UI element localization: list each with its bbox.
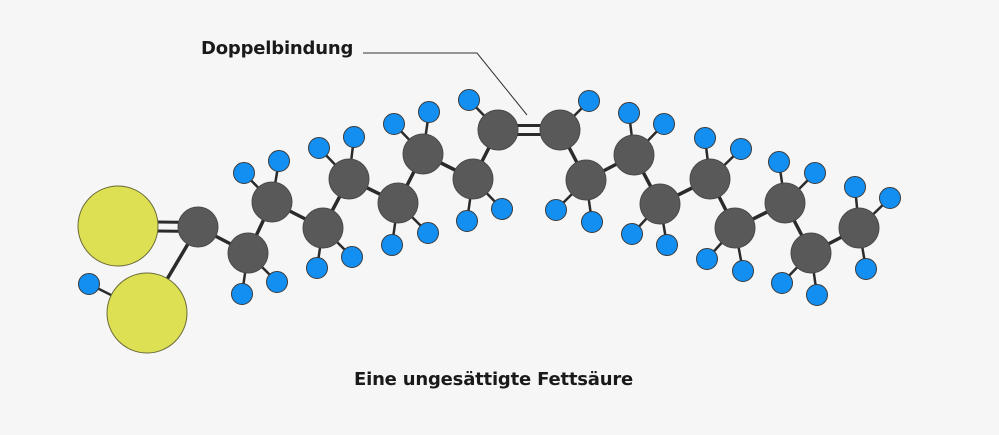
hydrogen-atom-icon [768,151,790,173]
hydrogen-atom-icon [804,162,826,184]
carbon-atom-icon [402,133,444,175]
carbon-atom-icon [251,181,293,223]
carbon-atom-icon [302,207,344,249]
carbon-atom-icon [613,134,655,176]
hydrogen-atom-icon [233,162,255,184]
oxygen-atom-icon [106,272,188,354]
double-bond-leader-line [363,52,528,116]
hydrogen-atom-icon [581,211,603,233]
hydrogen-atom-icon [696,248,718,270]
hydrogen-atom-icon [343,126,365,148]
carbon-atom-icon [689,158,731,200]
hydrogen-atom-icon [656,234,678,256]
carbon-atom-icon [714,207,756,249]
carbon-atom-icon [539,109,581,151]
hydrogen-atom-icon [78,273,100,295]
hydrogen-atom-icon [456,210,478,232]
hydrogen-atom-icon [266,271,288,293]
carbon-atom-icon [477,109,519,151]
hydrogen-atom-icon [618,102,640,124]
hydrogen-atom-icon [268,150,290,172]
hydrogen-atom-icon [694,127,716,149]
hydrogen-atom-icon [308,137,330,159]
hydrogen-atom-icon [621,223,643,245]
leader-line [363,52,528,116]
diagram-caption: Eine ungesättigte Fettsäure [354,369,634,390]
hydrogen-atom-icon [418,101,440,123]
carbon-atom-icon [377,182,419,224]
carbon-atom-icon [790,232,832,274]
hydrogen-atom-icon [417,222,439,244]
carbon-atom-icon [764,182,806,224]
atoms [77,89,901,354]
carbon-atom-icon [838,207,880,249]
hydrogen-atom-icon [231,283,253,305]
hydrogen-atom-icon [306,257,328,279]
hydrogen-atom-icon [844,176,866,198]
oxygen-atom-icon [77,185,159,267]
carbon-atom-icon [565,159,607,201]
carbon-atom-icon [177,206,219,248]
carbon-atom-icon [639,183,681,225]
double-bond-label: Doppelbindung [201,38,354,59]
carbon-atom-icon [227,232,269,274]
carbon-atom-icon [328,158,370,200]
hydrogen-atom-icon [732,260,754,282]
hydrogen-atom-icon [381,234,403,256]
hydrogen-atom-icon [771,272,793,294]
hydrogen-atom-icon [879,187,901,209]
hydrogen-atom-icon [458,89,480,111]
hydrogen-atom-icon [855,258,877,280]
hydrogen-atom-icon [578,90,600,112]
hydrogen-atom-icon [383,113,405,135]
hydrogen-atom-icon [806,284,828,306]
hydrogen-atom-icon [341,246,363,268]
carbon-atom-icon [452,158,494,200]
hydrogen-atom-icon [491,198,513,220]
hydrogen-atom-icon [545,199,567,221]
hydrogen-atom-icon [730,138,752,160]
hydrogen-atom-icon [653,113,675,135]
